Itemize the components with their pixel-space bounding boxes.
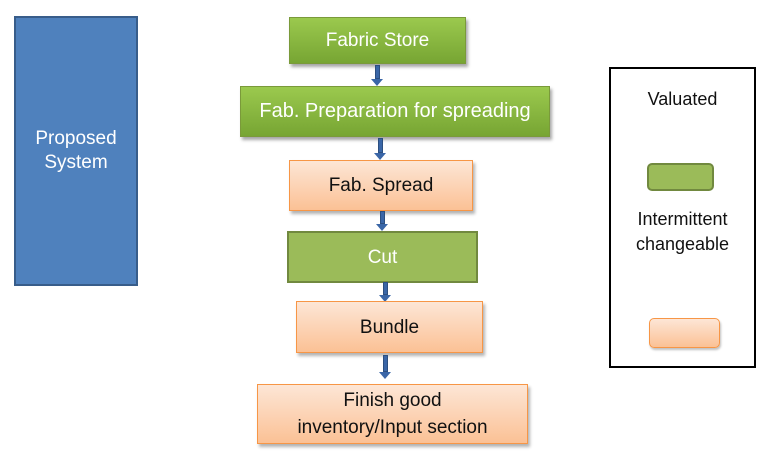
legend-label-valuated: Valuated: [647, 89, 718, 109]
proposed-system-box: Proposed System: [14, 16, 138, 286]
legend-label-line-1: Intermittent: [637, 209, 728, 229]
arrow-down-icon: [371, 65, 383, 86]
step-fabric-store: Fabric Store: [289, 17, 466, 64]
legend-swatch-valuated: [647, 163, 714, 191]
legend-swatch-intermittent-changeable: [649, 318, 720, 348]
arrow-down-icon: [379, 282, 391, 302]
legend-label-line-2: changeable: [635, 234, 730, 254]
step-fabric-preparation: Fab. Preparation for spreading: [240, 86, 550, 137]
step-cut: Cut: [287, 231, 478, 283]
step-label: Cut: [367, 246, 398, 268]
step-label-line-1: Finish good: [343, 390, 442, 411]
step-label: Fab. Preparation for spreading: [259, 100, 531, 122]
proposed-system-label-line-2: System: [44, 152, 108, 173]
proposed-system-label-line-1: Proposed: [35, 128, 117, 149]
step-fabric-spread: Fab. Spread: [289, 160, 473, 211]
step-label: Bundle: [359, 316, 420, 338]
step-label-line-2: inventory/Input section: [297, 417, 488, 438]
step-finish-good-inventory: Finish good inventory/Input section: [257, 384, 528, 444]
step-label: Fabric Store: [325, 30, 430, 51]
legend: Valuated Intermittent changeable: [609, 67, 756, 368]
step-bundle: Bundle: [296, 301, 483, 353]
arrow-down-icon: [374, 138, 386, 160]
arrow-down-icon: [376, 211, 388, 231]
legend-label-intermittent-changeable: Intermittent changeable: [611, 207, 754, 257]
step-label: Fab. Spread: [328, 175, 434, 196]
arrow-down-icon: [379, 355, 391, 379]
